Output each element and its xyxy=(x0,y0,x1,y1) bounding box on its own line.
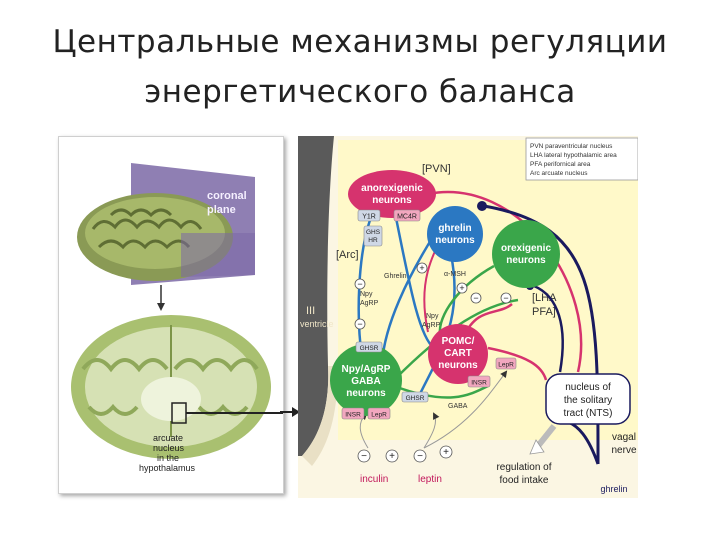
insr-pomc-receptor xyxy=(467,375,491,388)
anorexigenic-label-2: neurons xyxy=(372,195,412,206)
ghrelin-bottom-label: ghrelin xyxy=(600,484,627,494)
npy-agrp-1a: Npy xyxy=(360,291,373,298)
leptin-label: leptin xyxy=(418,474,442,485)
legend-arc: Arc arcuate nucleus xyxy=(530,170,588,177)
signal-markers: − − + + − − − + − + xyxy=(354,262,512,463)
insr-npy-receptor xyxy=(341,407,365,420)
ghrelin-neurons xyxy=(427,206,483,262)
pomc-cart-neurons xyxy=(428,324,488,384)
gaba-label: GABA xyxy=(448,403,468,410)
nts-label-1: nucleus of xyxy=(565,382,611,393)
ghsr-npy-label: GHSR xyxy=(360,345,379,352)
minus-marker: − xyxy=(357,319,362,329)
lepr-pomc-label: LepR xyxy=(498,362,514,369)
npy-agrp-1b: AgRP xyxy=(360,300,379,307)
third-ventricle xyxy=(298,136,334,456)
mc4r-label: MC4R xyxy=(397,214,417,221)
connector-arrow xyxy=(280,407,300,417)
brain-anatomy-panel: coronal plane arcuate nucleus in the hyp… xyxy=(58,136,284,494)
npy-agrp-2a: Npy xyxy=(426,313,439,320)
plus-marker: + xyxy=(443,447,449,458)
ghsr-mid-label: GHSR xyxy=(406,395,425,402)
plus-marker: + xyxy=(389,451,395,462)
minus-marker: − xyxy=(357,279,362,289)
ghsr-top-label-2: HR xyxy=(368,237,378,244)
abbreviation-legend xyxy=(525,137,639,181)
lepr-npy-label: LepR xyxy=(371,412,387,419)
minus-marker: − xyxy=(417,451,423,462)
minus-marker: − xyxy=(361,451,367,462)
vagal-label-1: vagal xyxy=(612,432,636,443)
orexigenic-path xyxy=(438,264,495,335)
ghsr-npy-receptor xyxy=(355,341,383,353)
legend-pvn: PVN paraventricular nucleus xyxy=(530,143,613,150)
mc4r-receptor xyxy=(393,209,421,222)
ghrelin-neurons-label-1: ghrelin xyxy=(438,223,471,234)
plane-label: plane xyxy=(207,204,236,216)
npy-label-2: GABA xyxy=(351,376,380,387)
ventricle-label-1: III xyxy=(306,305,315,317)
nucleus-label-4: hypothalamus xyxy=(139,463,196,473)
orexigenic-neurons xyxy=(492,220,560,288)
regulation-label-2: food intake xyxy=(500,475,549,486)
npy-label-3: neurons xyxy=(346,388,386,399)
npy-agrp-2b: AgRP xyxy=(422,322,441,329)
npy-to-pomc-path xyxy=(393,384,489,399)
amsh-label: α-MSH xyxy=(444,271,466,278)
regulation-label-1: regulation of xyxy=(496,462,551,473)
pomc-to-nts-path xyxy=(487,346,548,381)
ventricle-label-2: ventricle xyxy=(300,319,334,329)
insr-pomc-label: INSR xyxy=(471,380,487,387)
arc-label: [Arc] xyxy=(336,249,359,261)
orexigenic-label-1: orexigenic xyxy=(501,243,551,254)
legend-pfa: PFA perifornical area xyxy=(530,161,591,168)
lepr-npy-receptor xyxy=(367,407,391,420)
insulin-label: inculin xyxy=(360,474,388,485)
npy-label-1: Npy/AgRP xyxy=(342,364,391,375)
npy-agrp-gaba-neurons xyxy=(330,344,402,416)
regulation-diagram-panel: III ventricle PVN paraventricular nucleu… xyxy=(298,136,639,498)
nts-box xyxy=(545,373,631,425)
coronal-label: coronal xyxy=(207,190,247,202)
regulation-diagram: III ventricle PVN paraventricular nucleu… xyxy=(298,136,639,494)
ghsr-top-label-1: GHS xyxy=(366,229,381,236)
y1r-label: Y1R xyxy=(362,214,376,221)
vagal-label-2: nerve xyxy=(611,445,636,456)
nucleus-label-3: in the xyxy=(157,453,179,463)
nucleus-label-1: arcuate xyxy=(153,433,183,443)
nucleus-label-2: nucleus xyxy=(153,443,185,453)
arrow-down-icon xyxy=(157,303,165,311)
pomc-label-3: neurons xyxy=(438,360,478,371)
ghsr-top-receptor xyxy=(363,225,383,247)
nts-label-2: the solitary xyxy=(564,395,612,406)
legend-lha: LHA lateral hypothalamic area xyxy=(530,152,617,159)
nts-label-3: tract (NTS) xyxy=(564,408,613,419)
arrow-right-icon xyxy=(292,407,300,417)
insr-npy-label: INSR xyxy=(345,412,361,419)
minus-marker: − xyxy=(473,293,478,303)
orexigenic-label-2: neurons xyxy=(506,255,546,266)
plus-marker: + xyxy=(459,283,464,293)
y1r-receptor xyxy=(357,209,381,222)
lha-label-2: PFA] xyxy=(532,306,556,318)
ghrelin-neurons-label-2: neurons xyxy=(435,235,475,246)
anorexigenic-neurons xyxy=(348,170,436,218)
minus-marker: − xyxy=(503,293,508,303)
pvn-label: [PVN] xyxy=(422,163,451,175)
pomc-label-2: CART xyxy=(444,348,472,359)
ghsr-mid-receptor xyxy=(401,391,429,403)
plus-marker: + xyxy=(419,263,424,273)
ghrelin-small-label: Ghrelin xyxy=(384,273,407,280)
page-title-line-1: Центральные механизмы регуляции xyxy=(52,24,668,60)
pvn-to-pomc-path xyxy=(392,207,435,349)
brain-anatomy-figure: coronal plane arcuate nucleus in the hyp… xyxy=(71,163,283,473)
lepr-pomc-receptor xyxy=(495,357,517,370)
pomc-label-1: POMC/ xyxy=(442,336,475,347)
anorexigenic-label-1: anorexigenic xyxy=(361,183,423,194)
page-title-line-2: энергетического баланса xyxy=(144,74,576,110)
